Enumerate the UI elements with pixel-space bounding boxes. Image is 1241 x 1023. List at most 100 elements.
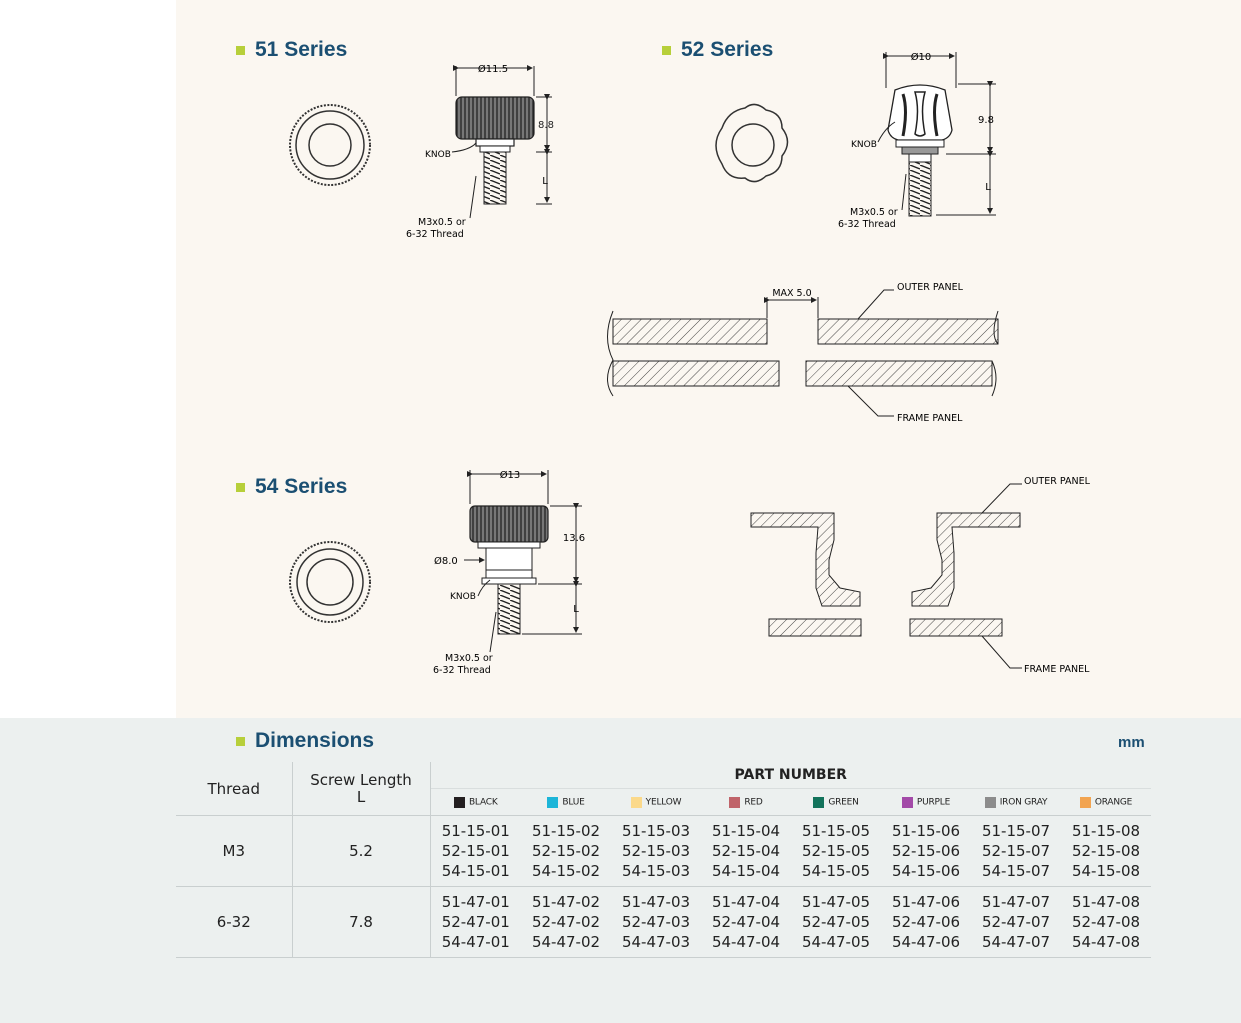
dim-52-height: 9.8: [978, 115, 994, 126]
dim-54-diameter: Ø13: [500, 469, 521, 481]
part-number: 54-47-02: [531, 933, 601, 951]
bullet-square-icon: [236, 736, 245, 746]
part-number: 54-47-07: [981, 933, 1051, 951]
part-number-cell: 51-47-05 52-47-05 54-47-05: [791, 886, 881, 958]
table-header-row: Thread Screw Length L PART NUMBER: [176, 762, 1151, 816]
label-frame-panel-1: FRAME PANEL: [897, 413, 963, 424]
color-header-yellow: YELLOW: [611, 788, 701, 816]
series-54-side-view: Ø13 13.6 L Ø8.0 KNOB M3x0.5 or 6-32 Thre…: [433, 469, 585, 676]
unit-label: mm: [1118, 734, 1145, 751]
label-51-thread-2: 6-32 Thread: [406, 229, 464, 240]
color-name: IRON GRAY: [999, 797, 1048, 807]
part-number: 54-47-05: [801, 933, 871, 951]
screw-length-cell: 5.2: [292, 815, 431, 887]
part-number: 51-15-05: [801, 822, 871, 840]
part-number: 52-47-04: [711, 913, 781, 931]
color-header-purple: PURPLE: [881, 788, 971, 816]
header-part-number: PART NUMBER: [734, 767, 847, 783]
part-number: 54-15-02: [531, 862, 601, 880]
series-51-side-view: Ø11.5 8.8 L KNOB M3x0.5 or 6-32 Thread: [406, 63, 554, 240]
color-header-blue: BLUE: [521, 788, 611, 816]
color-header-green: GREEN: [791, 788, 881, 816]
label-51-knob: KNOB: [425, 150, 451, 160]
color-swatch: [547, 796, 559, 808]
part-number: 54-47-08: [1071, 933, 1141, 951]
part-number: 54-15-01: [441, 862, 510, 880]
color-name: YELLOW: [645, 797, 682, 807]
part-number: 51-15-01: [441, 822, 510, 840]
part-number: 52-15-01: [441, 842, 510, 860]
color-name: PURPLE: [916, 797, 951, 807]
label-frame-panel-2: FRAME PANEL: [1024, 664, 1090, 675]
part-number: 54-15-07: [981, 862, 1051, 880]
part-number: 52-47-07: [981, 913, 1051, 931]
color-name: BLACK: [468, 797, 498, 807]
label-52-knob: KNOB: [851, 140, 877, 150]
part-number: 51-15-08: [1071, 822, 1141, 840]
color-name: BLUE: [562, 797, 585, 807]
part-number: 52-47-03: [621, 913, 691, 931]
series-52-side-view: Ø10 9.8 L KNOB M3x0.5 or 6-32 Thread: [838, 51, 996, 230]
part-number: 52-47-02: [531, 913, 601, 931]
color-header-iron-gray: IRON GRAY: [971, 788, 1061, 816]
part-number: 52-47-01: [441, 913, 510, 931]
part-number: 51-15-06: [891, 822, 961, 840]
part-number: 51-47-03: [621, 893, 691, 911]
label-51-thread-1: M3x0.5 or: [418, 217, 466, 228]
part-number: 51-47-08: [1071, 893, 1141, 911]
part-number: 54-47-06: [891, 933, 961, 951]
label-54-thread-2: 6-32 Thread: [433, 665, 491, 676]
part-number-cell: 51-47-03 52-47-03 54-47-03: [611, 886, 701, 958]
color-swatch: [813, 796, 825, 808]
part-number: 54-47-03: [621, 933, 691, 951]
color-swatch: [984, 796, 996, 808]
part-number: 54-15-03: [621, 862, 691, 880]
label-outer-panel-2: OUTER PANEL: [1024, 476, 1091, 487]
label-52-thread-2: 6-32 Thread: [838, 219, 896, 230]
part-number: 52-15-03: [621, 842, 691, 860]
thread-cell: M3: [176, 815, 293, 887]
part-number: 52-47-05: [801, 913, 871, 931]
screw-length-cell: 7.8: [292, 886, 431, 958]
label-52-thread-1: M3x0.5 or: [850, 207, 898, 218]
color-header-orange: ORANGE: [1061, 788, 1151, 816]
part-number: 54-15-08: [1071, 862, 1141, 880]
dimensions-title: Dimensions: [236, 729, 374, 753]
flat-panel-diagram: MAX 5.0 OUTER PANEL FRAME PANEL: [607, 282, 999, 424]
label-54-thread-1: M3x0.5 or: [445, 653, 493, 664]
part-number: 51-47-06: [891, 893, 961, 911]
part-number-cell: 51-47-07 52-47-07 54-47-07: [971, 886, 1061, 958]
part-number: 52-15-06: [891, 842, 961, 860]
color-name: ORANGE: [1094, 797, 1133, 807]
dim-51-length: L: [542, 176, 548, 187]
color-swatch: [1079, 796, 1091, 808]
series-54-top-view: [289, 541, 371, 623]
dim-51-height: 8.8: [538, 120, 554, 131]
part-number: 52-15-04: [711, 842, 781, 860]
color-swatch: [901, 796, 913, 808]
part-number: 54-15-05: [801, 862, 871, 880]
bullet-square-icon: [236, 482, 245, 492]
header-screw-length: Screw Length L: [292, 762, 431, 816]
part-number: 51-47-07: [981, 893, 1051, 911]
part-number: 51-47-05: [801, 893, 871, 911]
dim-52-length: L: [985, 182, 991, 193]
color-swatch: [453, 796, 465, 808]
bullet-square-icon: [236, 45, 245, 55]
label-max-gap: MAX 5.0: [772, 288, 811, 299]
thread-cell: 6-32: [176, 886, 293, 958]
